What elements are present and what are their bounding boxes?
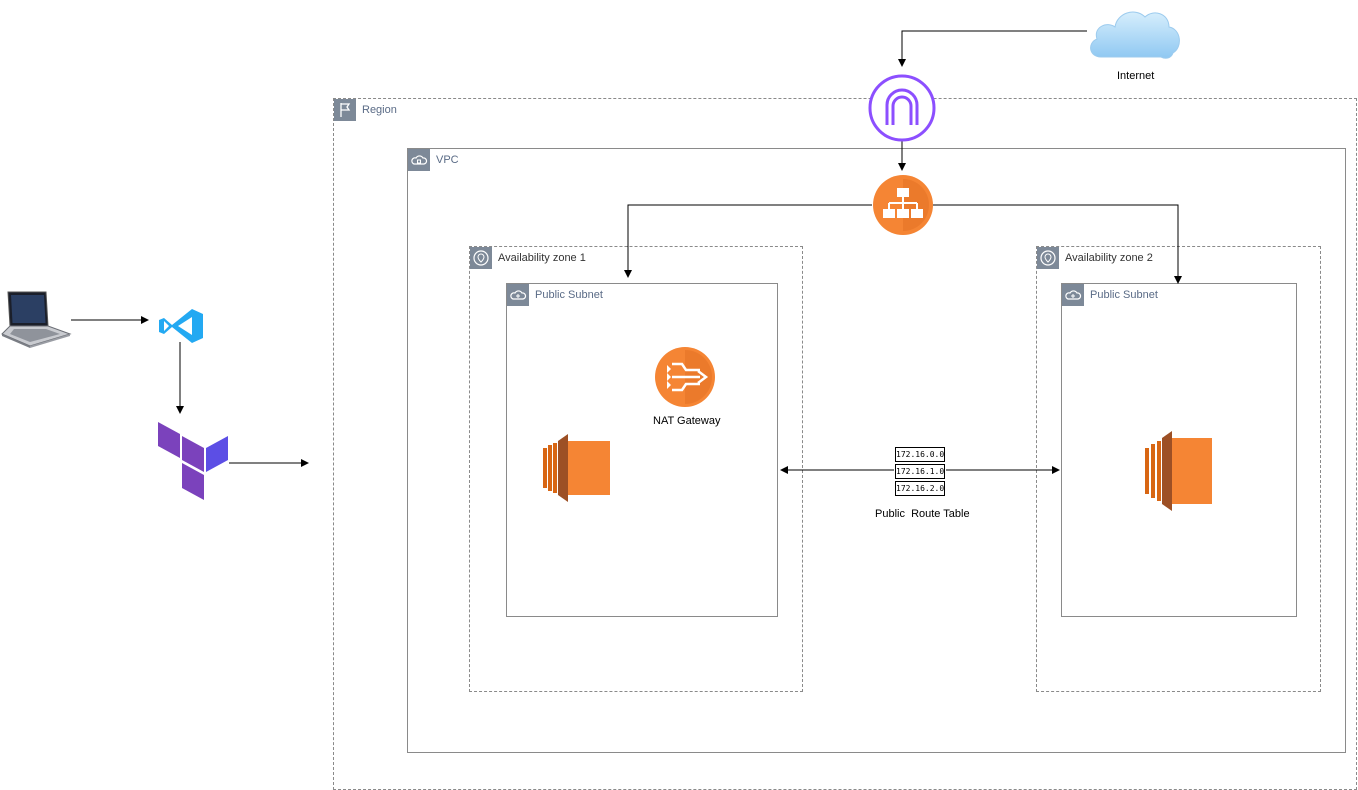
cloud-icon <box>1087 5 1183 63</box>
laptop-icon <box>0 290 72 348</box>
vpc-label: VPC <box>436 154 459 166</box>
availability-zone-1-label: Availability zone 1 <box>498 252 586 264</box>
terraform-icon <box>158 422 230 502</box>
location-pin-icon <box>470 247 492 269</box>
nat-gateway-icon <box>654 346 716 408</box>
arrow-alb-to-subnet-2 <box>933 204 1182 284</box>
location-pin-icon <box>1037 247 1059 269</box>
public-subnet-2-label: Public Subnet <box>1090 289 1158 301</box>
availability-zone-1-group: Availability zone 1 <box>469 246 803 692</box>
route-entry: 172.16.2.0 <box>895 481 945 496</box>
vpc-group: VPC <box>407 148 1346 753</box>
availability-zone-2-label: Availability zone 2 <box>1065 252 1153 264</box>
arrow-internet-to-igw <box>898 30 1087 67</box>
subnet-cloud-icon <box>507 284 529 306</box>
subnet-cloud-icon <box>1062 284 1084 306</box>
ec2-icon <box>1144 430 1214 512</box>
region-flag-icon <box>334 99 356 121</box>
route-table-label: Public Route Table <box>875 508 970 520</box>
internet-gateway-icon <box>867 73 937 143</box>
ec2-icon <box>542 433 612 503</box>
route-entry: 172.16.0.0 <box>895 447 945 462</box>
nat-gateway-label: NAT Gateway <box>653 415 721 427</box>
internet-label: Internet <box>1117 70 1155 82</box>
vscode-icon <box>158 308 204 344</box>
region-label: Region <box>362 104 397 116</box>
load-balancer-icon <box>872 174 934 236</box>
vpc-cloud-icon <box>408 149 430 171</box>
arrow-alb-to-subnet-1 <box>624 204 872 278</box>
public-subnet-1-label: Public Subnet <box>535 289 603 301</box>
route-entry: 172.16.1.0 <box>895 464 945 479</box>
public-subnet-1-group: Public Subnet <box>506 283 778 617</box>
route-table-icon: 172.16.0.0 172.16.1.0 172.16.2.0 <box>894 446 946 496</box>
